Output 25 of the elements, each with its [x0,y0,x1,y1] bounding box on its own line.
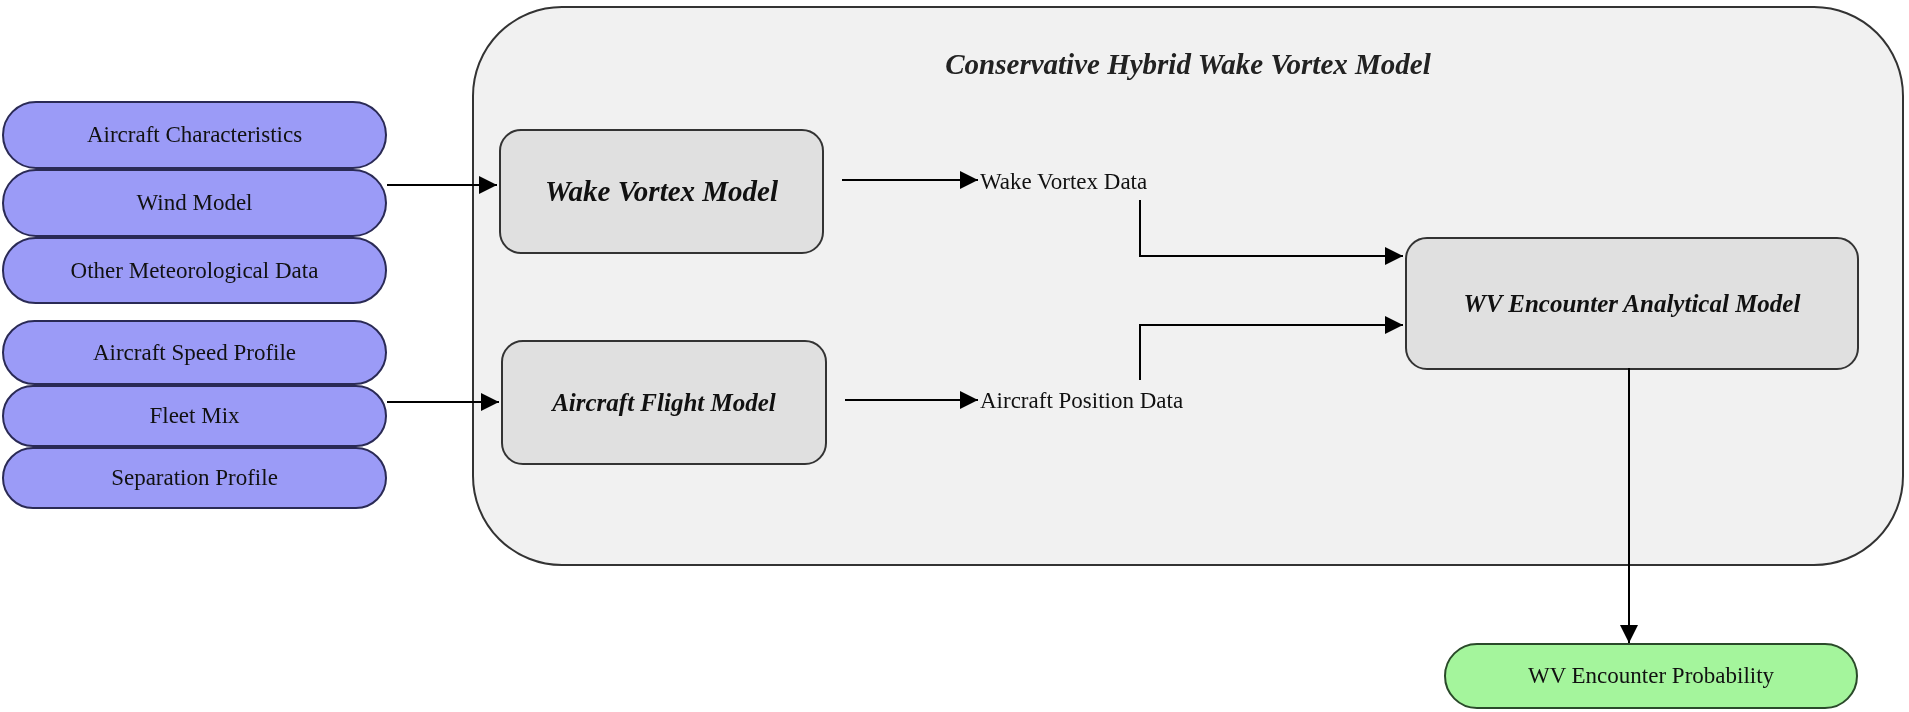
arrow [386,393,500,411]
input-text: Separation Profile [111,465,278,491]
data-text: Wake Vortex Data [980,169,1148,195]
arrow [1139,316,1404,381]
arrow [386,176,498,194]
data-text: Aircraft Position Data [980,388,1184,414]
process-box [501,340,827,465]
arrow [1139,199,1404,265]
arrow [844,391,979,409]
input-text: Other Meteorological Data [70,257,319,284]
input-pill [2,169,387,237]
input-text: Aircraft Characteristics [86,122,303,148]
arrow [1620,367,1638,644]
process-box [1405,237,1859,370]
process-box [499,129,824,254]
process-title: WV Encounter Analytical Model [1462,289,1802,318]
process-title: Wake Vortex Model [543,175,780,208]
input-text: Fleet Mix [149,403,240,429]
arrow [841,171,979,189]
group-title: Conservative Hybrid Wake Vortex Model [944,48,1432,81]
input-text: WV Encounter Probability [1527,663,1775,689]
model-group-panel [472,6,1904,566]
process-title: Aircraft Flight Model [550,388,777,417]
input-text: Wind Model [136,190,253,216]
input-text: Aircraft Speed Profile [92,339,297,366]
